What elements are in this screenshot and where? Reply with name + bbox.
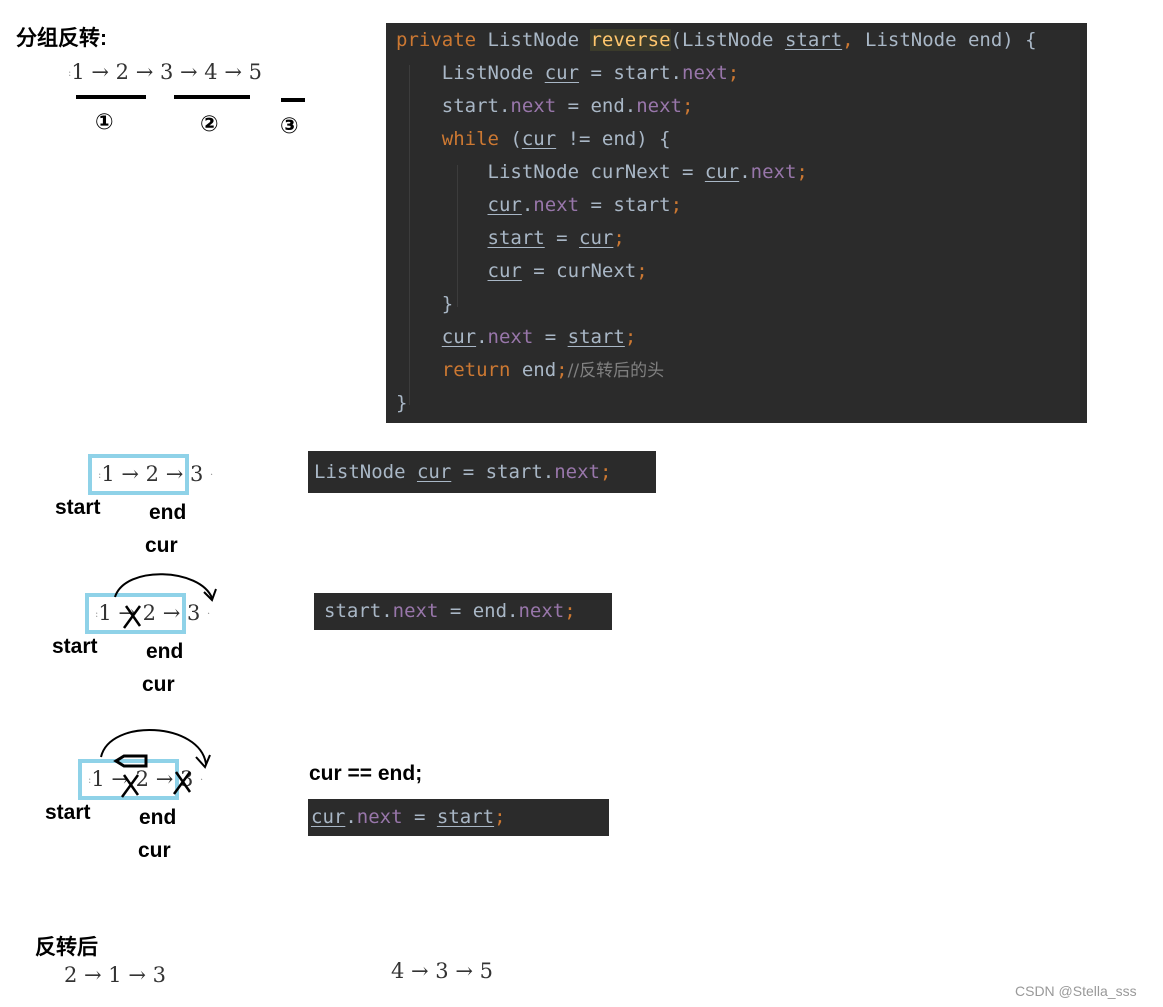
step3-condition: cur == end;	[309, 762, 423, 785]
code-line: cur.next = start;	[441, 326, 637, 348]
code-line: cur.next = start;	[487, 194, 683, 216]
group-underline-1	[76, 95, 146, 99]
group-math: :1 → 2 → 3 → 4 → 5	[68, 60, 262, 84]
code-line: cur = curNext;	[487, 260, 648, 282]
group-marker-1: ①	[95, 110, 114, 135]
step1-snippet: ListNode cur = start.next;	[308, 451, 656, 493]
step1-cur-label: cur	[145, 534, 178, 557]
code-line: ListNode cur = start.next;	[396, 62, 740, 84]
code-block: private ListNode reverse(ListNode start,…	[386, 23, 1087, 423]
group-underline-3	[281, 98, 305, 102]
step2-snippet: start.next = end.next;	[314, 593, 612, 630]
code-line: ListNode curNext = cur.next;	[396, 161, 808, 183]
code-line: start.next = end.next;	[396, 95, 694, 117]
code-line: start = cur;	[487, 227, 625, 249]
step3-start-label: start	[45, 801, 91, 824]
step1-end-label: end	[149, 501, 187, 524]
code-line: }	[396, 392, 408, 414]
result-right-math: 4 → 3 → 5	[391, 959, 493, 983]
step1-math: :1 → 2 → 3 ·	[98, 462, 214, 486]
step1-start-label: start	[55, 496, 101, 519]
step2-start-label: start	[52, 635, 98, 658]
step1-box	[88, 454, 189, 495]
indent-guide	[457, 165, 458, 307]
watermark: CSDN @Stella_sss	[1015, 983, 1137, 999]
step3-snippet: cur.next = start;	[308, 799, 609, 836]
result-left-math: 2 → 1 → 3	[64, 963, 166, 987]
group-marker-2: ②	[200, 112, 219, 137]
step2-cur-label: cur	[142, 673, 175, 696]
group-underline-2	[174, 95, 250, 99]
group-marker-3: ③	[280, 114, 299, 139]
indent-guide	[409, 65, 410, 405]
step3-box	[78, 759, 179, 800]
code-line: }	[396, 293, 454, 315]
group-title: 分组反转:	[16, 27, 107, 50]
step3-end-label: end	[139, 806, 177, 829]
step2-box	[85, 593, 186, 634]
code-line: private ListNode reverse(ListNode start,…	[396, 29, 1037, 51]
step3-cur-label: cur	[138, 839, 171, 862]
result-title: 反转后	[35, 936, 98, 959]
code-line: return end;//反转后的头	[396, 359, 665, 381]
step2-end-label: end	[146, 640, 184, 663]
code-line: while (cur != end) {	[396, 128, 671, 150]
